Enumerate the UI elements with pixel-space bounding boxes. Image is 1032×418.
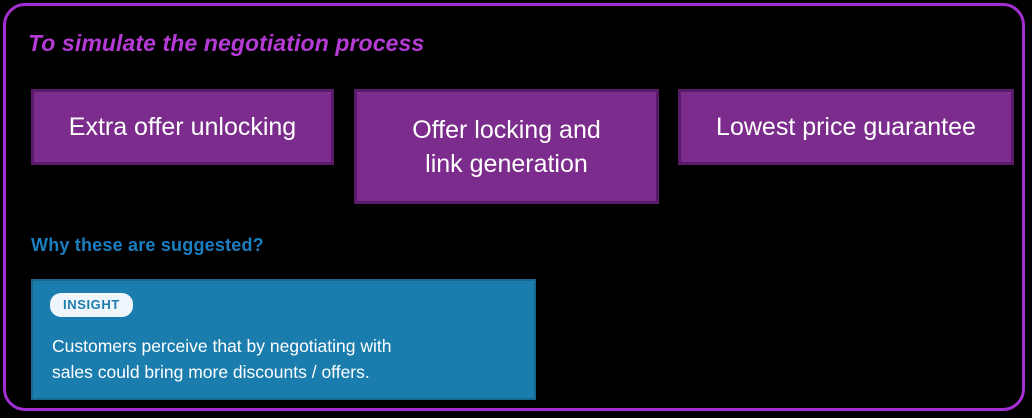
page-title: To simulate the negotiation process [28, 30, 425, 56]
suggestion-card-lowest-price-guarantee[interactable]: Lowest price guarantee [678, 89, 1014, 165]
suggestions-panel: To simulate the negotiation process Extr… [3, 3, 1025, 411]
insight-card: INSIGHT Customers perceive that by negot… [31, 279, 536, 400]
suggestion-card-extra-offer-unlocking[interactable]: Extra offer unlocking [31, 89, 334, 165]
why-suggested-heading: Why these are suggested? [31, 235, 264, 255]
suggestion-card-offer-locking-and-link-generation[interactable]: Offer locking and link generation [354, 89, 659, 204]
suggestion-card-row: Extra offer unlocking Offer locking and … [31, 89, 1014, 207]
insight-badge: INSIGHT [50, 293, 133, 317]
insight-body-text: Customers perceive that by negotiating w… [52, 336, 392, 382]
suggestion-card-label: Offer locking and link generation [412, 115, 601, 178]
suggestion-card-label: Lowest price guarantee [716, 113, 976, 141]
suggestion-card-label: Extra offer unlocking [68, 113, 297, 141]
